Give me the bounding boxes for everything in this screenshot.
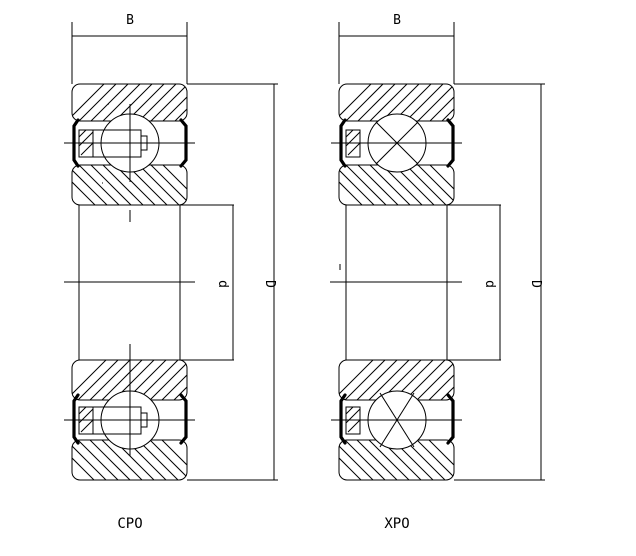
label-b-left: B	[126, 13, 134, 28]
dimension-d-outer-right: D	[454, 83, 545, 481]
seal-left-bottom-left	[72, 393, 80, 445]
seal-right-bottom-left	[179, 393, 188, 445]
label-outer-d-left: D	[262, 280, 277, 288]
bore-body-left	[64, 205, 195, 360]
dimension-b-left: B	[71, 13, 188, 84]
label-outer-d-right: D	[528, 280, 543, 288]
label-bore-d-right: d	[482, 280, 497, 288]
hatch-inner-top-left	[72, 165, 187, 205]
bore-body-right	[330, 205, 462, 360]
diagram-xpo: B D d	[330, 13, 545, 532]
caption-cpo: CPO	[117, 516, 142, 532]
dimension-d-outer-left: D	[187, 83, 278, 481]
label-b-right: B	[393, 13, 401, 28]
dimension-d-bore-right: d	[447, 204, 501, 361]
label-bore-d-left: d	[215, 280, 230, 288]
dimension-d-bore-left: d	[180, 204, 234, 361]
bottom-section-left	[64, 346, 195, 481]
caption-xpo: XPO	[384, 516, 409, 532]
top-section-left	[64, 83, 195, 206]
dimension-b-right: B	[338, 13, 455, 84]
seal-right-top-left	[179, 118, 188, 168]
diagram-cpo: B D d	[64, 13, 278, 532]
seal-left-top-left	[72, 118, 80, 168]
bottom-section-right	[331, 359, 462, 481]
top-section-right	[331, 83, 462, 206]
